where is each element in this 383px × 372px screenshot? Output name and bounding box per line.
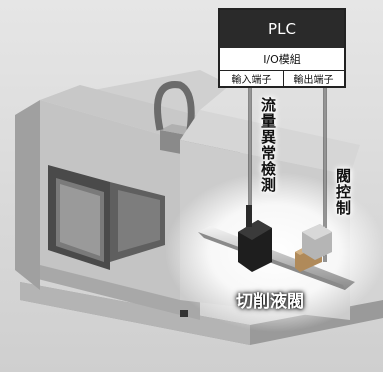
valve-control-label: 閥控制 — [334, 168, 352, 216]
coolant-valve-label: 切削液閥 — [236, 292, 304, 312]
plc-title: PLC — [220, 10, 344, 48]
input-terminal-label: 輸入端子 — [220, 70, 284, 86]
solenoid-valve-icon — [295, 224, 332, 272]
flow-detection-label: 流量異常檢測 — [259, 97, 277, 193]
output-terminal-label: 輸出端子 — [293, 74, 334, 86]
plc-unit: PLC I/O模組 輸入端子 輸出端子 — [218, 8, 346, 88]
flow-sensor-icon — [238, 205, 272, 272]
io-module-label: I/O模組 — [220, 48, 344, 71]
